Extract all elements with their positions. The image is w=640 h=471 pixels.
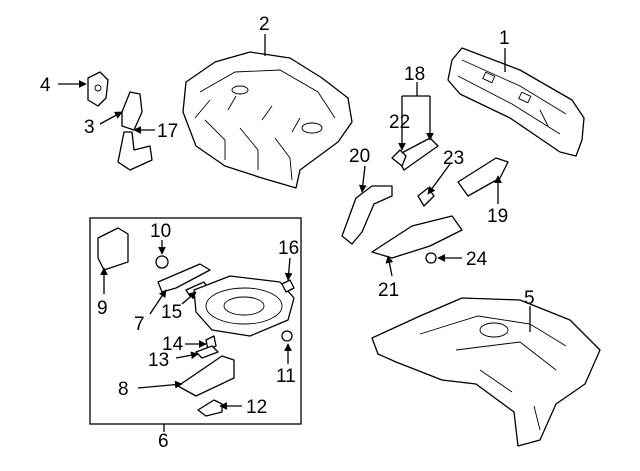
extension-20 (341, 185, 393, 245)
callout-7: 7 (134, 314, 145, 335)
callout-17: 17 (157, 121, 178, 142)
callout-13: 13 (148, 350, 169, 371)
callout-5: 5 (524, 288, 535, 309)
callout-10: 10 (150, 221, 171, 242)
callout-labels: 1 2 3 4 5 6 7 8 9 10 11 12 13 14 15 16 1… (40, 14, 535, 452)
clip-16 (281, 279, 295, 293)
grommet-10 (155, 255, 169, 269)
callout-1: 1 (499, 28, 510, 49)
clip-23 (417, 187, 435, 207)
bracket-13 (195, 345, 219, 359)
rear-floor-pan (371, 297, 601, 447)
callout-18: 18 (404, 64, 425, 85)
bracket-19 (457, 157, 509, 197)
small-bracket-4 (87, 71, 109, 107)
bracket-3 (121, 91, 143, 131)
spare-wheel-well-group-box (89, 217, 302, 425)
bracket-12 (197, 399, 223, 417)
callout-8: 8 (118, 379, 129, 400)
callout-11: 11 (276, 366, 296, 387)
callout-12: 12 (246, 397, 267, 418)
callout-3: 3 (84, 117, 95, 138)
plug-11 (281, 330, 293, 342)
nut-24 (425, 252, 437, 264)
callout-22: 22 (389, 112, 410, 133)
callout-15: 15 (161, 302, 182, 323)
bracket-14 (205, 335, 217, 351)
spare-wheel-well (193, 275, 295, 337)
crossmember-8 (177, 355, 235, 397)
callout-6: 6 (158, 431, 169, 452)
callout-14: 14 (162, 334, 184, 355)
callout-2: 2 (259, 14, 270, 35)
callout-16: 16 (278, 238, 299, 259)
callout-9: 9 (97, 298, 108, 319)
callout-20: 20 (349, 146, 370, 167)
leader-lines (58, 34, 531, 432)
rear-crossmember (447, 47, 585, 157)
bracket-9 (97, 227, 129, 271)
bracket-17 (117, 131, 153, 171)
panel-21 (371, 215, 463, 259)
rail-18 (391, 137, 439, 171)
callout-19: 19 (487, 206, 508, 227)
rear-body-panel (182, 51, 353, 189)
callout-21: 21 (378, 280, 399, 301)
callout-24: 24 (466, 249, 488, 270)
callout-23: 23 (443, 148, 464, 169)
callout-4: 4 (40, 75, 51, 96)
